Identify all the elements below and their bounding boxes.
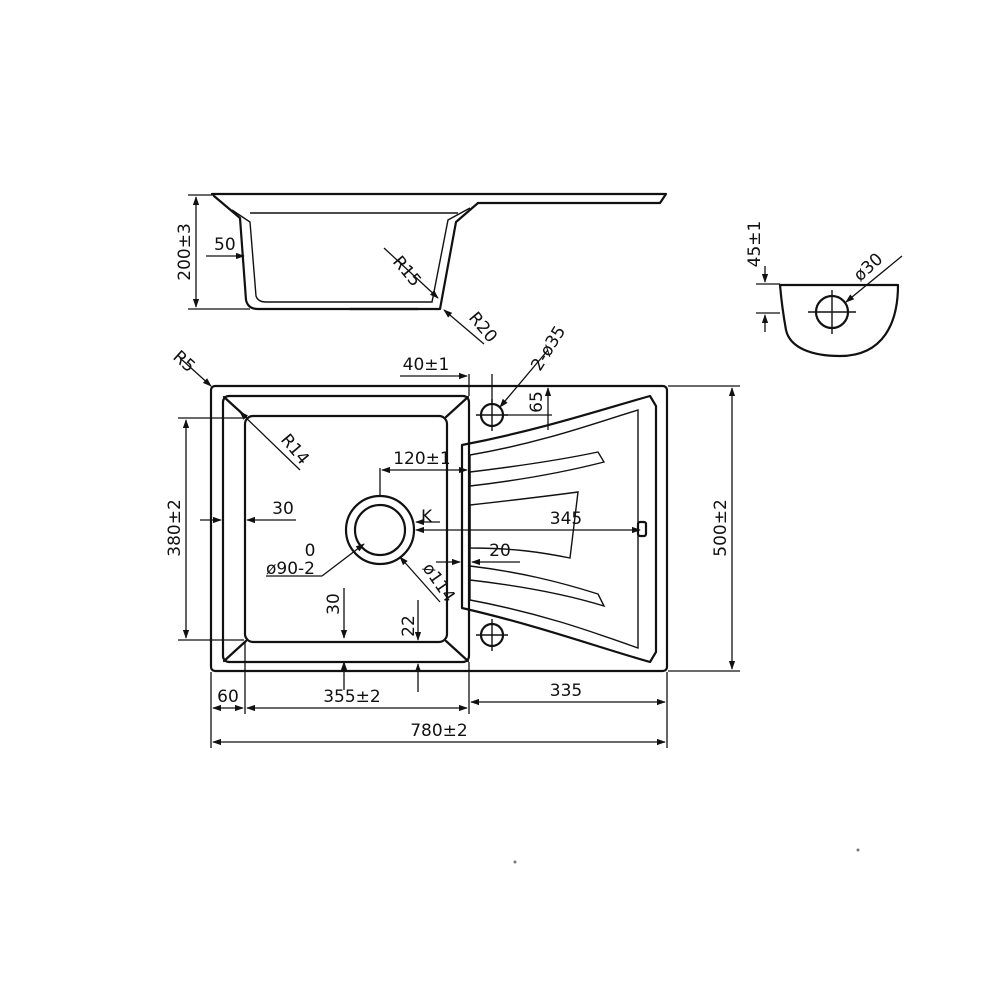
drainer-inner: [469, 409, 639, 649]
corner-radius-label: R5: [169, 347, 199, 377]
tap-offset-label: 40±1: [403, 355, 450, 375]
bowl-radius-leader: [239, 411, 301, 471]
drain-gap-label: 20: [489, 541, 511, 561]
side-radius-outer-leader: [443, 309, 485, 345]
tap-holes-label: 2-ø35: [527, 323, 570, 375]
side-height-label: 200±3: [175, 223, 195, 281]
overflow-body: [778, 283, 900, 358]
bowl-corner-tr: [444, 395, 470, 419]
side-profile-bowl-inner: [231, 207, 471, 303]
side-radius-outer-label: R20: [464, 308, 501, 346]
drainer-outline: [460, 394, 658, 664]
tap-top-label: 65: [527, 391, 547, 413]
overall-height-label: 500±2: [711, 499, 731, 557]
overflow-height-label: 45±1: [745, 221, 765, 268]
side-radius-inner-label: R15: [388, 252, 425, 290]
speck-left: [513, 860, 517, 864]
waste-k-label: K: [421, 507, 433, 527]
bottom-margin-label: 30: [324, 593, 344, 615]
waste-diameter-top: 0: [305, 541, 316, 561]
tap-holes-leader: [499, 349, 549, 408]
drainer-groove-2: [469, 491, 579, 559]
bowl-width-label: 355±2: [323, 687, 381, 707]
top-view: 780±2 60 355±2 335 380±2 500±2 R5 R14 40…: [165, 323, 740, 748]
bowl-bottom-gap-label: 22: [399, 615, 419, 637]
drainer-length-label: 345: [550, 509, 582, 529]
bowl-radius-label: R14: [276, 430, 313, 468]
sink-outline: [209, 384, 669, 673]
drainer-width-label: 335: [550, 681, 582, 701]
waste-diameter-leader: [321, 543, 365, 577]
side-profile-top: [210, 192, 668, 205]
corner-radius-leader: [179, 357, 212, 387]
waste-diameter-label: ø90-2: [266, 559, 315, 579]
waste-offset-label: 120±1: [393, 449, 451, 469]
side-radius-inner-leader: [383, 247, 439, 299]
bowl-height-label: 380±2: [165, 499, 185, 557]
side-offset-label: 50: [214, 235, 236, 255]
overflow-detail: 45±1 ø30: [745, 221, 903, 358]
waste-inner: [353, 503, 407, 557]
overflow-diameter-leader: [845, 255, 903, 303]
left-offset-label: 60: [217, 687, 239, 707]
bowl-corner-br: [444, 639, 470, 663]
overflow-slot: [636, 520, 648, 538]
speck-right: [856, 848, 860, 852]
drainer-groove-1: [469, 451, 606, 487]
waste-outer: [344, 494, 416, 566]
waste-outer-label: ø114: [418, 559, 459, 606]
overflow-diameter-label: ø30: [850, 249, 887, 285]
bowl-corner-bl: [222, 639, 248, 663]
waste-outer-leader: [399, 556, 441, 603]
left-margin-label: 30: [272, 499, 294, 519]
overall-width-label: 780±2: [410, 721, 468, 741]
drainer-groove-3: [469, 565, 606, 608]
side-view: 200±3 50 R15 R20: [175, 192, 668, 347]
